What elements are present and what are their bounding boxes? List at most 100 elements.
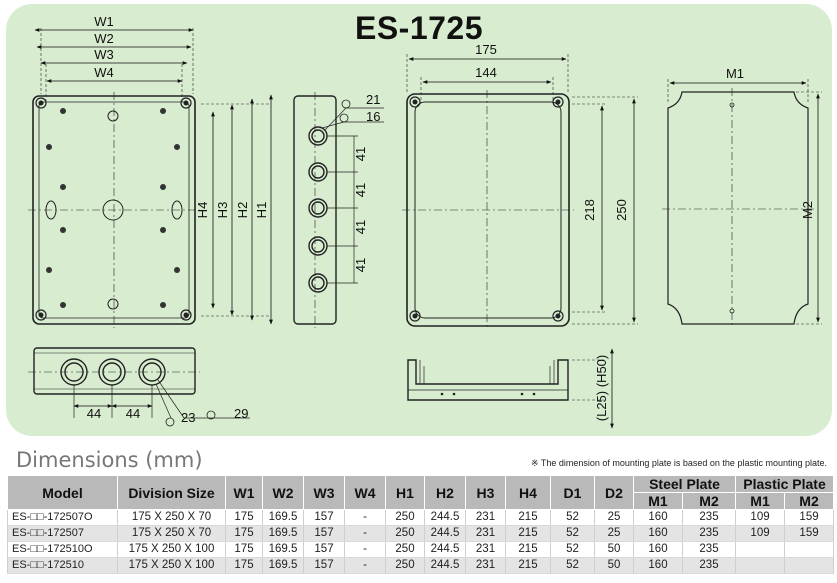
cell-plastic-m1: 109 <box>735 509 786 526</box>
cell-division: 175 X 250 X 70 <box>117 525 226 542</box>
mounting-plate-note: ※ The dimension of mounting plate is bas… <box>530 458 827 468</box>
label-m1: M1 <box>726 66 744 81</box>
cell-d2: 50 <box>594 557 634 574</box>
technical-drawing: W1 W2 W3 W4 H4 H3 H2 H1 <box>28 14 822 429</box>
cell-steel-m1: 160 <box>633 509 683 526</box>
cell-model: ES-□□-172507 <box>7 525 118 542</box>
cell-d1: 52 <box>550 557 595 574</box>
cell-steel-m1: 160 <box>633 541 683 558</box>
cell-w4: - <box>344 541 386 558</box>
mounting-plate-view <box>662 79 822 328</box>
cell-h1: 250 <box>385 509 425 526</box>
cell-plastic-m2: 159 <box>784 525 835 542</box>
cell-w2: 169.5 <box>262 509 304 526</box>
cell-h2: 244.5 <box>424 525 466 542</box>
label-dia-29: 29 <box>234 406 248 421</box>
cell-steel-m1: 160 <box>633 557 683 574</box>
cell-h2: 244.5 <box>424 541 466 558</box>
cell-plastic-m2 <box>784 541 835 558</box>
knockout-holes <box>308 126 328 293</box>
label-depth: (L25) (H50) <box>594 355 609 421</box>
label-pitch-44b: 44 <box>126 406 140 421</box>
model-title: ES-1725 <box>354 10 484 46</box>
label-pitch-3: 41 <box>353 220 368 234</box>
cell-w3: 157 <box>303 557 345 574</box>
cell-w1: 175 <box>225 557 263 574</box>
cell-d2: 25 <box>594 525 634 542</box>
cell-plastic-m1 <box>735 557 786 574</box>
col-plastic-m1: M1 <box>735 492 786 510</box>
cell-steel-m2: 235 <box>681 557 737 574</box>
cell-w3: 157 <box>303 541 345 558</box>
label-250: 250 <box>614 199 629 221</box>
cell-d1: 52 <box>550 509 595 526</box>
col-h1: H1 <box>385 475 425 510</box>
cell-d2: 25 <box>594 509 634 526</box>
cell-h3: 231 <box>465 525 506 542</box>
col-h4: H4 <box>505 475 551 510</box>
col-w3: W3 <box>303 475 345 510</box>
label-w1: W1 <box>94 14 114 29</box>
label-pitch-4: 41 <box>353 258 368 272</box>
front-dimension-lines <box>34 28 273 325</box>
cell-w1: 175 <box>225 525 263 542</box>
col-w1: W1 <box>225 475 263 510</box>
cell-plastic-m2: 159 <box>784 509 835 526</box>
col-model: Model <box>7 475 118 510</box>
cell-model: ES-□□-172507O <box>7 509 118 526</box>
cell-h4: 215 <box>505 557 551 574</box>
label-218: 218 <box>582 199 597 221</box>
bottom-view <box>28 347 250 427</box>
cell-plastic-m1: 109 <box>735 525 786 542</box>
cell-steel-m2: 235 <box>681 509 737 526</box>
cell-w1: 175 <box>225 541 263 558</box>
drawing-panel: W1 W2 W3 W4 H4 H3 H2 H1 <box>6 4 832 436</box>
cell-w2: 169.5 <box>262 541 304 558</box>
label-w3: W3 <box>94 47 114 62</box>
cell-w1: 175 <box>225 509 263 526</box>
cell-w3: 157 <box>303 525 345 542</box>
label-pitch-2: 41 <box>353 183 368 197</box>
cell-d1: 52 <box>550 525 595 542</box>
cell-h2: 244.5 <box>424 509 466 526</box>
cell-h1: 250 <box>385 525 425 542</box>
col-group-plastic-plate: Plastic Plate <box>735 475 835 493</box>
cell-w4: - <box>344 525 386 542</box>
cell-h4: 215 <box>505 525 551 542</box>
cell-plastic-m2 <box>784 557 835 574</box>
label-h2: H2 <box>235 202 250 219</box>
col-h2: H2 <box>424 475 466 510</box>
cell-steel-m2: 235 <box>681 541 737 558</box>
cell-steel-m2: 235 <box>681 525 737 542</box>
label-w2: W2 <box>94 31 114 46</box>
cell-h3: 231 <box>465 509 506 526</box>
col-w4: W4 <box>344 475 386 510</box>
cell-model: ES-□□-172510O <box>7 541 118 558</box>
col-steel-m1: M1 <box>633 492 683 510</box>
cell-h1: 250 <box>385 557 425 574</box>
label-dia-16: 16 <box>366 109 380 124</box>
cell-division: 175 X 250 X 100 <box>117 557 226 574</box>
cell-d1: 52 <box>550 541 595 558</box>
cell-w4: - <box>344 509 386 526</box>
cell-h3: 231 <box>465 541 506 558</box>
dimensions-heading: Dimensions (mm) <box>16 448 203 472</box>
cell-division: 175 X 250 X 100 <box>117 541 226 558</box>
col-division-size: Division Size <box>117 475 226 510</box>
cell-h3: 231 <box>465 557 506 574</box>
label-h3: H3 <box>215 202 230 219</box>
cell-d2: 50 <box>594 541 634 558</box>
label-m2: M2 <box>800 201 815 219</box>
cell-plastic-m1 <box>735 541 786 558</box>
col-group-steel-plate: Steel Plate <box>632 475 737 493</box>
col-d2: D2 <box>594 475 634 510</box>
cell-h1: 250 <box>385 541 425 558</box>
cell-w2: 169.5 <box>262 525 304 542</box>
label-144: 144 <box>475 65 497 80</box>
label-175: 175 <box>475 42 497 57</box>
label-dia-23: 23 <box>181 410 195 425</box>
